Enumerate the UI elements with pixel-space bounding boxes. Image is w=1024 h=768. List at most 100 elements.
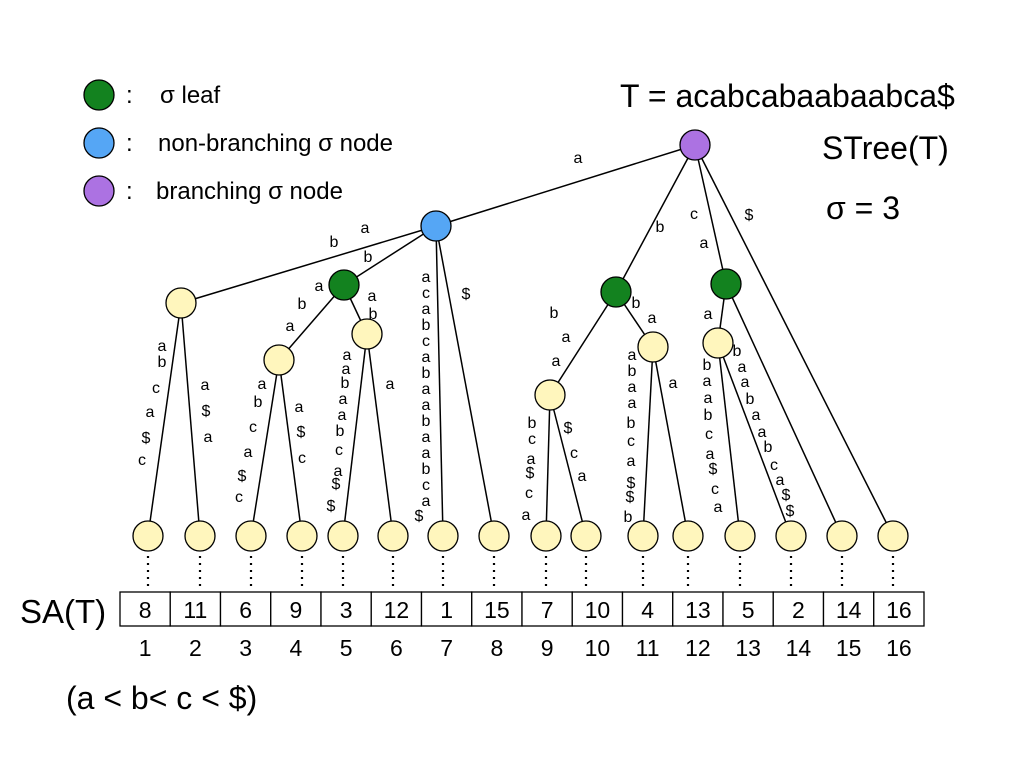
leaf-node-15 — [826, 520, 858, 552]
edge-label-char: c — [422, 477, 430, 494]
leaf-node-8 — [478, 520, 510, 552]
leaf-node-7 — [427, 520, 459, 552]
edge-y1-L3 — [250, 359, 280, 537]
sa-cell-box — [169, 591, 222, 627]
edge-label-char: a — [752, 407, 761, 424]
leaf-node-5 — [327, 520, 359, 552]
sa-cell-value: 10 — [585, 597, 611, 623]
leaf-node-9 — [530, 520, 562, 552]
edge-a-g1 — [343, 225, 437, 286]
edge-label-char: a — [201, 377, 210, 394]
edge-label-char: a — [422, 397, 431, 414]
edge-a-ab — [180, 225, 437, 304]
edge-label-char: a — [386, 376, 395, 393]
edge-label-char: a — [422, 301, 431, 318]
edge-label-char: a — [158, 338, 167, 355]
sa-cell-box — [471, 591, 523, 627]
sa-cell-2: 11 — [169, 591, 222, 627]
sa-cell-11: 4 — [621, 591, 674, 627]
sa-cell-value: 8 — [139, 597, 152, 623]
sa-cell-value: 5 — [742, 597, 755, 623]
legend-sep-1: : — [126, 82, 133, 109]
edge-label-char: $ — [709, 461, 718, 478]
node-g1 — [328, 269, 360, 301]
edge-label-char: $ — [142, 430, 151, 447]
sa-cell-13: 5 — [722, 591, 774, 627]
sa-cell-value: 6 — [239, 597, 252, 623]
suffix-array-label: SA(T) — [20, 593, 106, 630]
sa-cell-value: 12 — [384, 597, 410, 623]
legend: : σ leaf : non-branching σ node : branch… — [83, 79, 393, 207]
edge-label-char: c — [627, 433, 635, 450]
edge-label-char: a — [334, 463, 343, 480]
sa-cell-1: 8 — [119, 591, 171, 627]
edge-label-char: c — [298, 450, 306, 467]
sa-index-2: 2 — [189, 635, 202, 661]
edge-label-char: c — [525, 485, 533, 502]
edge-root-g3 — [694, 144, 727, 285]
sa-cell-box — [370, 591, 423, 627]
sa-cell-box — [270, 591, 322, 627]
edge-label-char: b — [528, 415, 537, 432]
sa-cell-value: 7 — [541, 597, 554, 623]
edge-label-char: $ — [786, 503, 795, 520]
edge-label-char: c — [570, 445, 578, 462]
edge-label-char: c — [422, 333, 430, 350]
edge-label-char: a — [741, 374, 750, 391]
edge-g2-y3 — [549, 291, 617, 396]
structure-label: STree(T) — [822, 130, 949, 166]
sa-index-5: 5 — [340, 635, 353, 661]
edge-label-char: b — [369, 306, 378, 323]
edge-label-char: a — [422, 381, 431, 398]
sa-cell-box — [420, 591, 473, 627]
edge-label-char: a — [628, 379, 637, 396]
edge-label-char: $ — [238, 468, 247, 485]
leaf-node-13 — [724, 520, 756, 552]
sa-cell-16: 16 — [873, 591, 925, 627]
legend-non-branching-label: non-branching σ node — [158, 130, 393, 157]
sa-index-9: 9 — [541, 635, 554, 661]
sa-cell-box — [822, 591, 875, 627]
edge-label-char: $ — [462, 286, 471, 303]
edge-label-char: b — [733, 343, 742, 360]
edge-label-char: a — [628, 395, 637, 412]
edge-label-char: a — [574, 150, 583, 167]
node-y5 — [702, 327, 734, 359]
sa-cell-box — [571, 591, 624, 627]
edge-label-char: b — [656, 219, 665, 236]
edge-root-a — [435, 144, 696, 227]
legend-branching-label: branching σ node — [156, 178, 343, 205]
sa-cell-box — [119, 591, 171, 627]
edge-label-char: c — [711, 481, 719, 498]
leaf-node-14 — [775, 520, 807, 552]
edge-label-char: b — [422, 365, 431, 382]
sa-cell-box — [219, 591, 272, 627]
edge-label-char: a — [315, 278, 324, 295]
sa-cell-value: 14 — [836, 597, 862, 623]
edge-label-char: c — [690, 206, 698, 223]
edge-label-char: b — [628, 363, 637, 380]
leaf-node-11 — [627, 520, 659, 552]
leaf-node-1 — [132, 520, 164, 552]
edge-label-char: b — [632, 295, 641, 312]
sa-cell-value: 2 — [792, 597, 805, 623]
sa-cell-box — [873, 591, 925, 627]
edge-label-char: a — [706, 446, 715, 463]
edge-label-char: a — [338, 407, 347, 424]
edge-label-char: a — [704, 306, 713, 323]
edge-label-char: c — [422, 285, 430, 302]
edge-label-char: b — [341, 375, 350, 392]
edge-label-char: a — [714, 499, 723, 516]
sa-index-13: 13 — [735, 635, 761, 661]
sa-index-15: 15 — [836, 635, 862, 661]
sa-index-12: 12 — [685, 635, 711, 661]
edge-label-char: c — [138, 452, 146, 469]
edge-label-char: a — [204, 429, 213, 446]
edge-label-char: $ — [627, 475, 636, 492]
sa-cell-6: 12 — [370, 591, 423, 627]
edge-label-char: a — [669, 375, 678, 392]
sa-index-4: 4 — [289, 635, 302, 661]
edge-label-char: a — [343, 347, 352, 364]
edge-y1-L4 — [278, 359, 303, 537]
edge-label-char: a — [648, 310, 657, 327]
